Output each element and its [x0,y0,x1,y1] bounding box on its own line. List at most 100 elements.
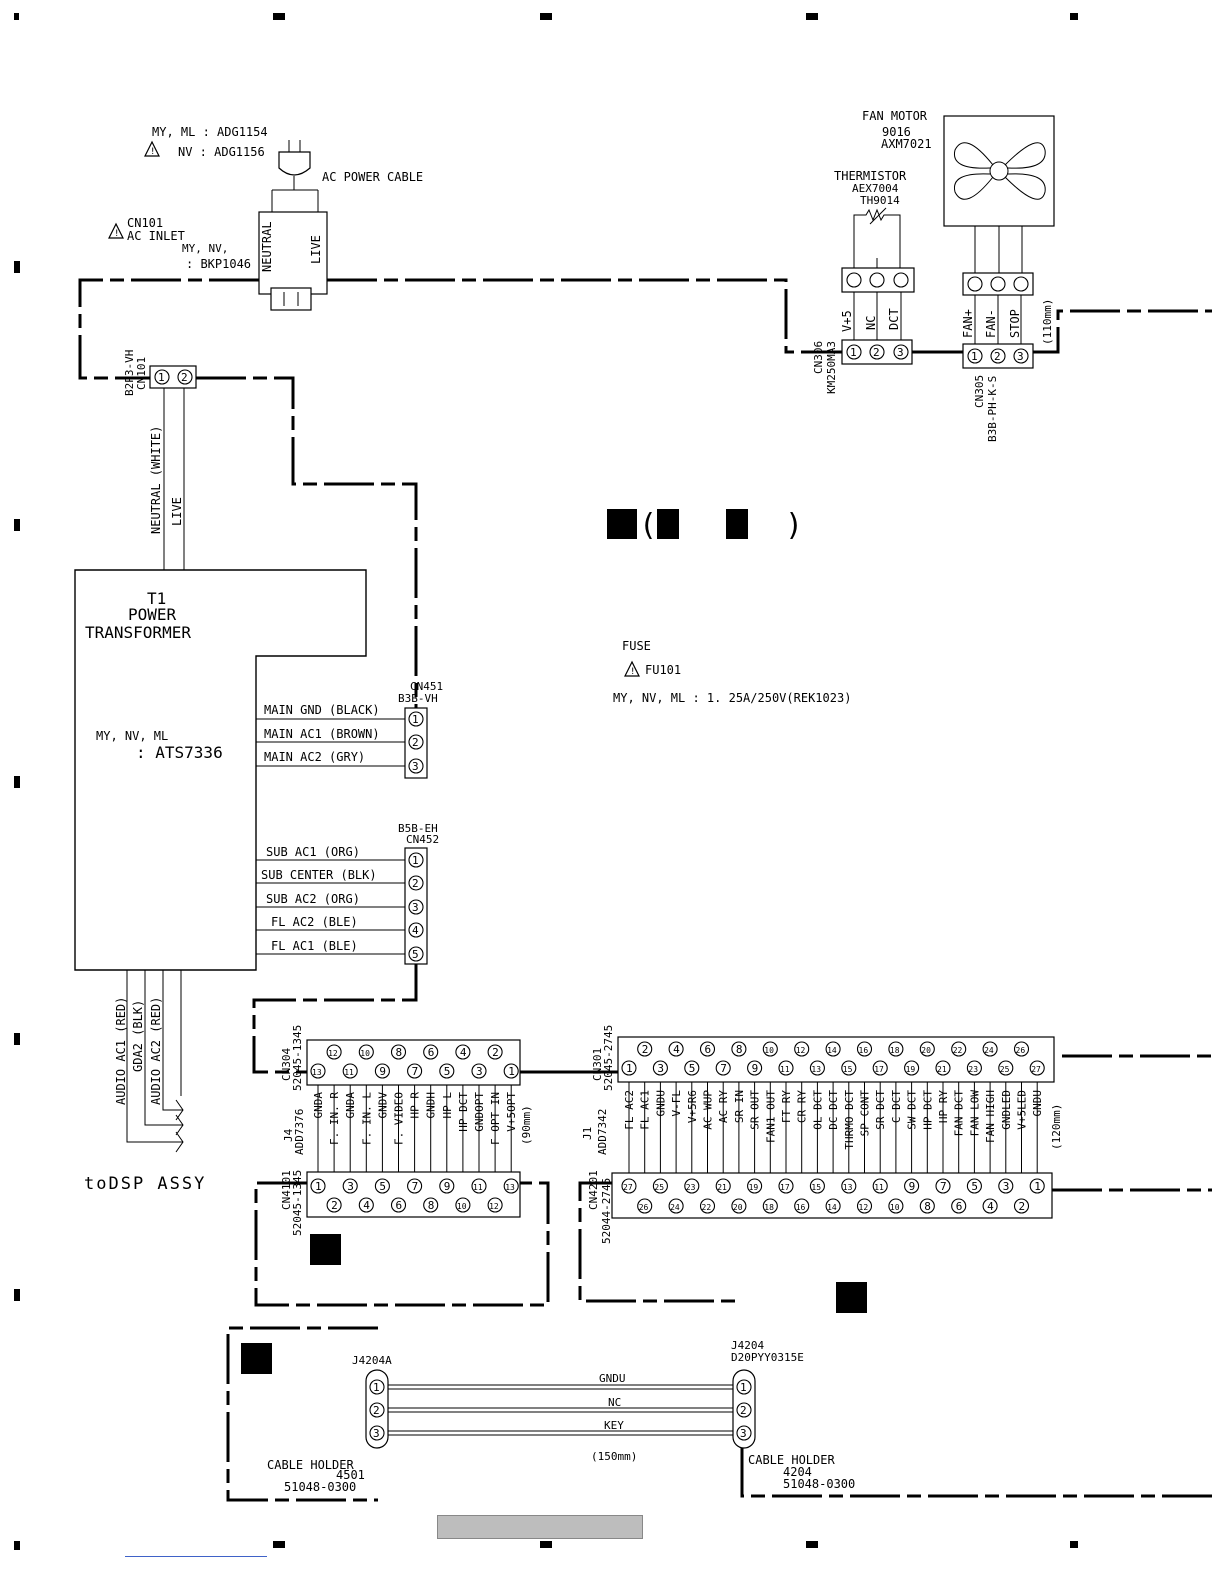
cn306-ref: CN306 [812,341,825,374]
j1-signal-24: FAN HIGH [984,1090,997,1143]
j1-signal-2: FL AC1 [639,1090,652,1130]
ac-cable-model-1: MY, ML : ADG1154 [152,125,268,139]
thermistor-part: AEX7004 [852,182,899,195]
cn305-type: B3B-PH-K-S [986,376,999,442]
cn4201-type: 52044-2745 [600,1178,613,1244]
cn301-type: 52045-2745 [602,1025,615,1091]
j4204-ref: J4204 [731,1339,764,1352]
cn4101-pin-3: 3 [347,1180,354,1193]
cn304-j4-harness: CN304 52045-1345 J4 ADD7376 (90mm) CN410… [280,1025,533,1236]
cn451-wire-3: MAIN AC2 (GRY) [264,750,365,764]
cn4201-ref: CN4201 [587,1170,600,1210]
cn452-pin-3: 3 [412,901,419,914]
cn4201-pin-7: 7 [940,1180,947,1193]
cn452-type: B5B-EH [398,822,438,835]
cn4201-pin-3: 3 [1003,1180,1010,1193]
cn4201-pin-2: 2 [1019,1200,1026,1213]
cn4101-pin-9: 9 [444,1180,451,1193]
j4-signal-10: HP DCT [457,1092,470,1132]
cn304-pin-1: 1 [508,1065,515,1078]
j1-signal-12: CR RY [796,1090,809,1123]
power-transformer: T1 POWER TRANSFORMER MY, NV, ML : ATS733… [74,569,367,971]
cn101-pin-2: 2 [181,371,188,384]
ac-cable-label: AC POWER CABLE [322,170,423,184]
ac-inlet-ref: CN101 [127,216,163,230]
cn4201-pin-4: 4 [987,1200,994,1213]
transformer-models: MY, NV, ML [96,729,168,743]
cn452-pin-2: 2 [412,877,419,890]
transformer-part: : ATS7336 [136,743,223,762]
j4204a-holder-part: 51048-0300 [284,1480,356,1494]
j4204-holder-part: 51048-0300 [783,1477,855,1491]
cn305-signal-1: FAN+ [961,309,975,338]
svg-text:!: ! [630,667,635,677]
cn4201-pin-13: 13 [843,1183,853,1192]
cn4201-pin-20: 20 [733,1203,743,1212]
cn301-pin-8: 8 [736,1043,743,1056]
cn4201-pin-8: 8 [924,1200,931,1213]
j4-signal-11: GNDOPT [473,1092,486,1132]
cn304-ref: CN304 [280,1048,293,1081]
j4-signal-5: GNDV [376,1092,389,1119]
cn4101-type: 52045-1345 [291,1170,304,1236]
top-harness [78,278,842,380]
fan-icon [953,142,1046,200]
j1-signal-22: FAN DCT [953,1090,966,1137]
fuse-note: FUSE ! FU101 MY, NV, ML : 1. 25A/250V(RE… [613,639,851,705]
cn4201-pin-19: 19 [749,1183,759,1192]
cn306-connector: 1 2 3 V+5 NC DCT CN306 KM250MA3 [812,292,913,394]
j4-signal-12: F OPT IN [489,1092,502,1145]
cn4201-pin-26: 26 [639,1203,649,1212]
j4-signal-9: HP L [441,1092,454,1119]
svg-text:!: ! [150,147,155,157]
cn4201-pin-9: 9 [909,1180,916,1193]
cn4101-ref: CN4101 [280,1170,293,1210]
j1-signal-11: FT RY [780,1090,793,1123]
cn301-pin-2: 2 [642,1043,649,1056]
transformer-line-1: POWER [128,605,177,624]
j4204-pin-2: 2 [740,1404,747,1417]
j1-signal-9: SR OUT [749,1090,762,1130]
cn304-pin-13: 13 [312,1068,322,1077]
cn304-pin-12: 12 [328,1049,338,1058]
cn304-pin-10: 10 [360,1049,370,1058]
j4204a-holder: CABLE HOLDER [267,1458,354,1472]
audio-ac-wires: AUDIO AC1 (RED) GDA2 (BLK) AUDIO AC2 (RE… [84,970,204,1194]
cn451-connector: CN451 B3B-VH 1 2 3 MAIN GND (BLACK) MAIN… [256,680,443,779]
ac-inlet-part: : BKP1046 [186,257,251,271]
cn305-pin-1: 1 [971,350,978,363]
cn451-ref: CN451 [410,680,443,693]
cn301-pin-11: 11 [780,1065,790,1074]
transformer-ref: T1 [147,589,166,608]
cn301-ref: CN301 [591,1048,604,1081]
warning-icon: ! [108,222,124,239]
j1-signal-10: FAN1 OUT [764,1090,777,1143]
footer-link-underline[interactable] [125,1556,267,1557]
cn4101-pin-11: 11 [473,1183,483,1192]
j4204a-pin-1: 1 [373,1381,380,1394]
cn301-pin-15: 15 [843,1065,853,1074]
j4-signal-13: V+5OPT [505,1092,518,1132]
cn301-pin-6: 6 [705,1043,712,1056]
cn305-length: (110mm) [1041,299,1054,345]
cn305-signal-2: FAN- [984,309,998,338]
cn451-wire-1: MAIN GND (BLACK) [264,703,380,717]
cn4201-pin-27: 27 [623,1183,633,1192]
j4-signal-3: GNDA [344,1092,357,1119]
cn304-pin-5: 5 [444,1065,451,1078]
title-open-paren: ( [639,508,657,543]
cn452-connector: B5B-EH CN452 1 2 3 4 5 SUB AC1 (ORG) SUB… [256,822,439,965]
j1-signal-15: THRMO DCT [843,1090,856,1150]
ac-power-cable: MY, ML : ADG1154 ! NV : ADG1156 AC POWER… [144,125,423,311]
cn305-signal-3: STOP [1008,309,1022,338]
live-label: LIVE [309,235,323,264]
j1-signal-25: GNDLED [1000,1090,1013,1130]
cn4201-pin-6: 6 [956,1200,963,1213]
cn4201-pin-11: 11 [874,1183,884,1192]
cn301-pin-16: 16 [859,1046,869,1055]
cn451-pin-3: 3 [412,760,419,773]
j4-length: (90mm) [520,1105,533,1145]
j1-part: ADD7342 [596,1109,609,1155]
neutral-label: NEUTRAL [260,221,274,272]
cn4201-pin-24: 24 [670,1203,680,1212]
